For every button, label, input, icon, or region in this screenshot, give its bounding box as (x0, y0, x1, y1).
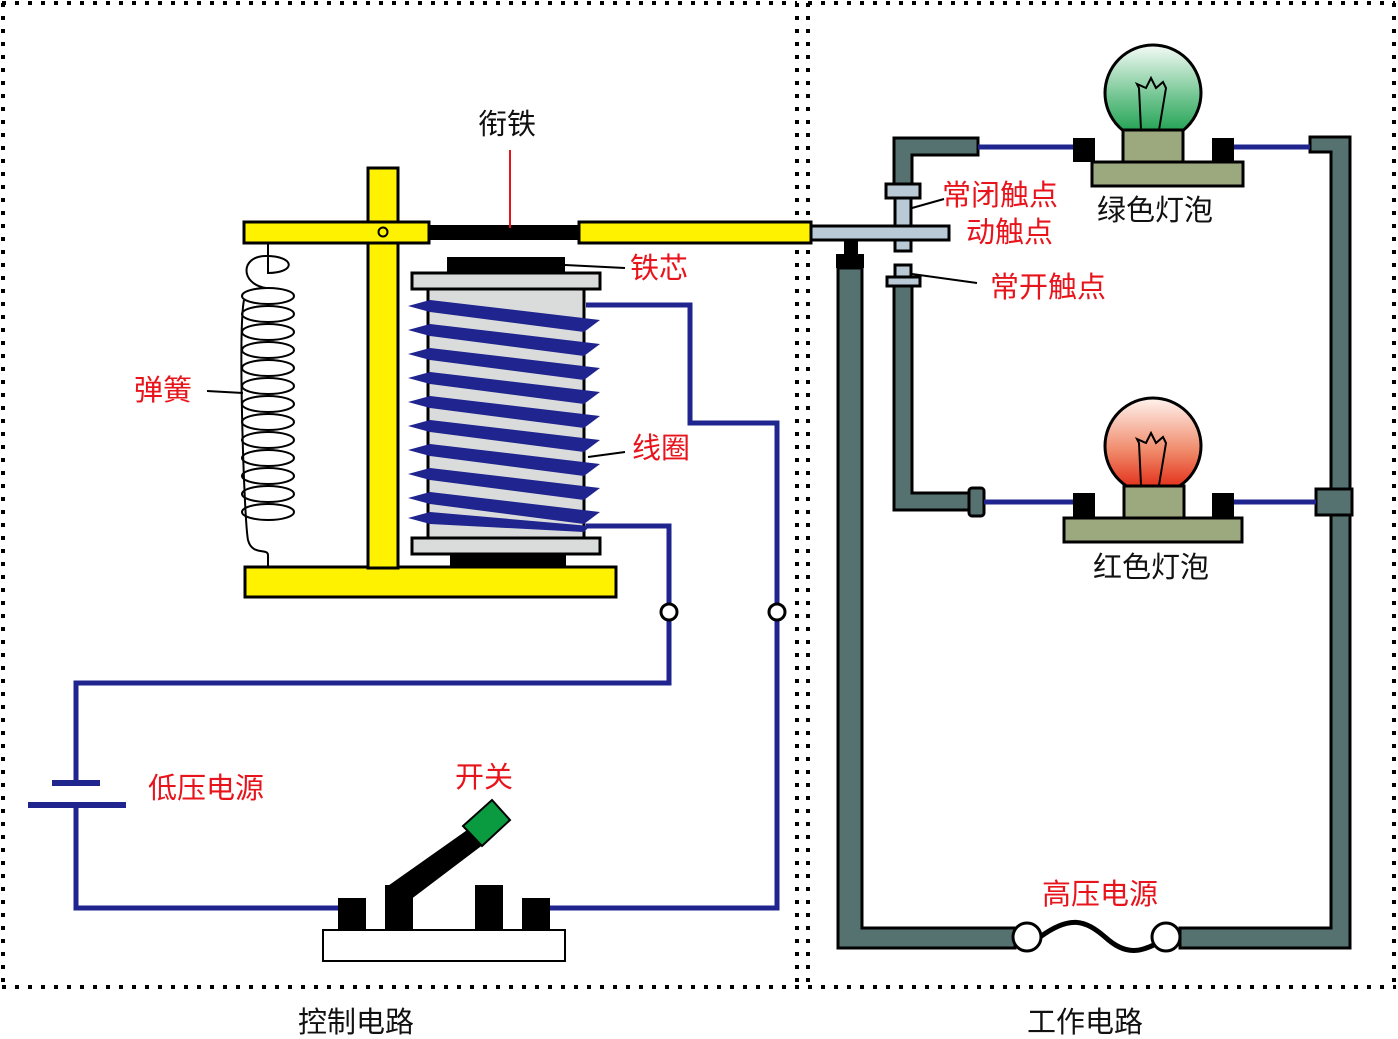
label-green-bulb: 绿色灯泡 (1097, 193, 1213, 227)
switch-handle[interactable] (461, 798, 512, 848)
pipe-left (836, 266, 1017, 950)
nc-contact-flange (884, 182, 922, 200)
label-spring: 弹簧 (134, 373, 192, 407)
iron-core-leader (564, 264, 626, 269)
pipe-no-to-red (892, 284, 974, 512)
coil-windings (408, 300, 600, 532)
relay-base (243, 565, 618, 599)
moving-contact-stem (844, 240, 858, 256)
nc-contact-lower (893, 238, 913, 253)
no-contact-leader (911, 273, 978, 284)
armature-lever-right (577, 220, 813, 245)
pivot (377, 226, 389, 238)
label-low-voltage-source: 低压电源 (148, 771, 264, 805)
label-high-voltage-source: 高压电源 (1042, 877, 1158, 911)
bobbin-top-flange (410, 271, 602, 291)
switch-terminal-left (338, 898, 366, 930)
nc-contact-tip (893, 196, 913, 228)
control-wires (28, 302, 780, 911)
label-red-bulb: 红色灯泡 (1093, 550, 1209, 584)
pipe-cap-red-left (967, 486, 986, 518)
knife-switch[interactable] (322, 798, 566, 962)
armature-lever-left (242, 220, 431, 245)
switch-contact-post (475, 885, 503, 930)
green-bulb (1073, 43, 1245, 188)
label-armature: 衔铁 (478, 107, 536, 141)
iron-core-bottom (450, 553, 566, 567)
pipe-tee-red-right (1314, 487, 1354, 517)
label-switch: 开关 (455, 760, 513, 794)
switch-blade (385, 828, 484, 900)
label-nc-contact: 常闭触点 (942, 178, 1058, 212)
terminal (659, 602, 679, 622)
iron-core-top (447, 257, 565, 274)
label-no-contact: 常开触点 (990, 270, 1106, 304)
switch-base (322, 929, 566, 962)
switch-terminal-right (522, 898, 550, 930)
armature (429, 225, 579, 240)
label-coil: 线圈 (632, 431, 690, 465)
moving-contact-foot (836, 254, 864, 268)
moving-contact-bar (809, 224, 951, 242)
section-title-work: 工作电路 (1027, 1005, 1143, 1039)
terminal (767, 602, 787, 622)
spring (240, 244, 295, 568)
work-wires (978, 144, 1316, 505)
high-voltage-source (1011, 919, 1182, 953)
coil-leader (587, 451, 626, 458)
no-contact-tip (893, 263, 913, 279)
bobbin-bottom-flange (410, 536, 602, 556)
control-circuit-frame (1, 1, 799, 985)
label-moving-contact: 动触点 (966, 215, 1053, 249)
red-bulb (1062, 396, 1244, 544)
nc-contact-leader (911, 198, 945, 209)
label-iron-core: 铁芯 (630, 251, 688, 285)
spring-leader (206, 390, 244, 394)
section-title-control: 控制电路 (298, 1005, 414, 1039)
